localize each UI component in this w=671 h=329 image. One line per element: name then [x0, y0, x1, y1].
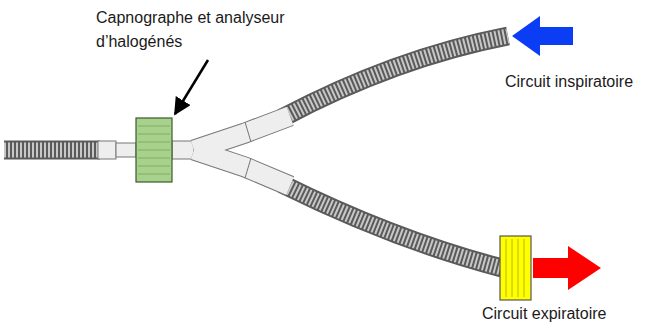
circuit-label: Circuit inspiratoire	[505, 70, 665, 94]
callout-label: Capnographe et analyseur d’halogénés	[96, 6, 301, 54]
expiratory-filter	[500, 236, 531, 300]
expiratory-arrow	[533, 246, 601, 290]
inspiratory-arrow	[512, 16, 573, 56]
capnograph-box	[136, 118, 172, 182]
capnograph-texture	[138, 126, 170, 174]
inspiratory-tube	[282, 36, 508, 118]
leader-arrow	[175, 60, 208, 114]
circuit-label: Circuit expiratoire	[482, 302, 662, 326]
filter-texture	[506, 239, 524, 297]
expiratory-tube	[282, 184, 502, 268]
patient-tube	[4, 150, 100, 151]
y-piece	[194, 116, 290, 186]
